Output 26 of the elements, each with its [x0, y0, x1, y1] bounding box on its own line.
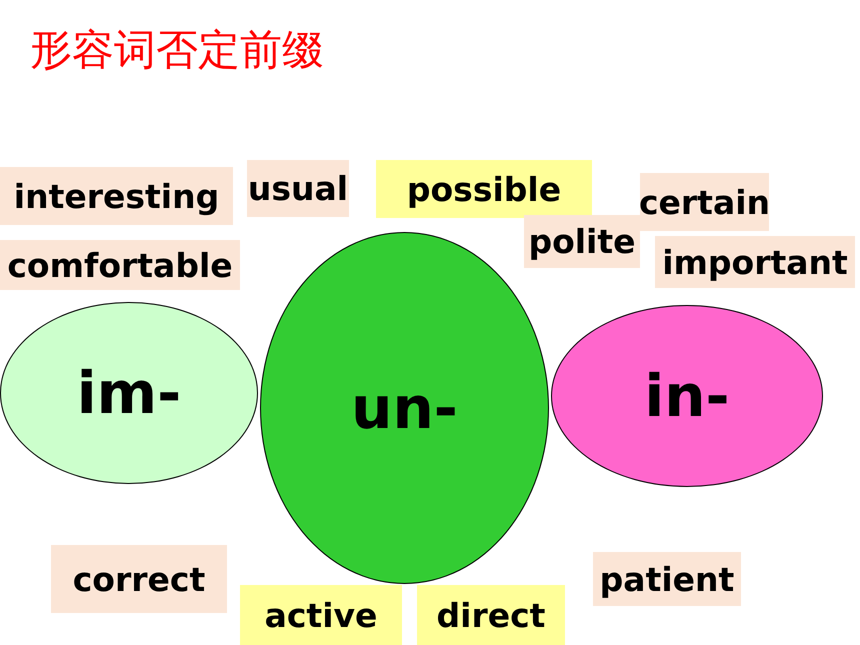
word-label: certain [638, 182, 770, 222]
word-tag [417, 585, 565, 645]
word-label: correct [72, 560, 206, 598]
word-tag [247, 160, 349, 217]
word-label: usual [248, 169, 348, 208]
prefix-label: un- [351, 374, 458, 442]
prefix-label: in- [644, 362, 730, 430]
word-tag [376, 160, 592, 218]
title: 形容词否定前缀 [30, 24, 324, 76]
word-tag [240, 585, 402, 645]
word-tag [524, 215, 640, 268]
word-tag [0, 240, 240, 290]
word-label: active [264, 596, 378, 634]
prefix-label: im- [76, 359, 182, 427]
word-label: direct [436, 596, 546, 634]
word-tag [0, 167, 233, 225]
word-label: interesting [14, 176, 220, 216]
word-tag [655, 236, 855, 288]
word-tag [640, 173, 769, 231]
word-tag [51, 545, 227, 613]
word-label: important [662, 242, 848, 282]
word-label: comfortable [7, 246, 233, 284]
word-label: patient [600, 560, 734, 598]
word-label: polite [528, 222, 636, 261]
word-tag [593, 552, 741, 606]
word-label: possible [406, 170, 562, 208]
